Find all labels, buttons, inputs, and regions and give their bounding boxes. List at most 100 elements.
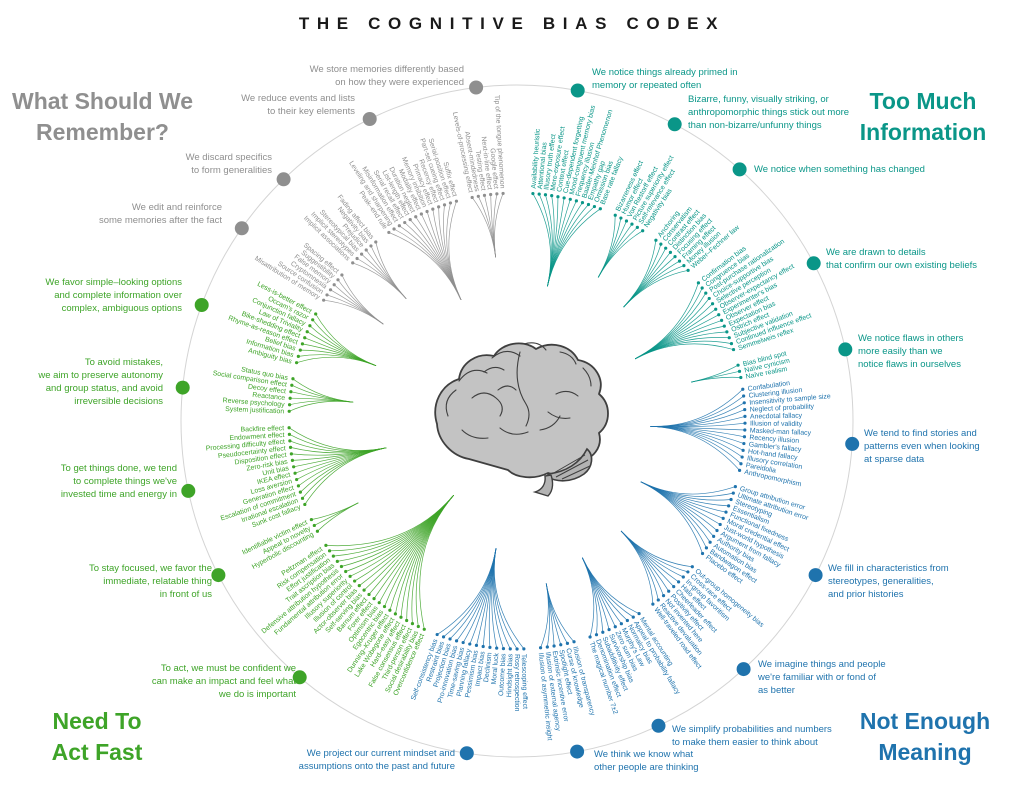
- bias-dot: [287, 403, 292, 407]
- bias-dot: [729, 342, 734, 346]
- fan-curve: [634, 337, 730, 360]
- bias-dot: [572, 640, 576, 644]
- bias-label: Anecdotal fallacy: [750, 412, 803, 420]
- bias-label: Reactance: [252, 392, 286, 402]
- group-dot: [808, 568, 823, 583]
- bias-dot: [707, 296, 711, 301]
- group-dot: [838, 342, 853, 357]
- fan-curve: [298, 447, 387, 487]
- bias-dot: [422, 627, 426, 631]
- fan-curve: [438, 206, 462, 300]
- bias-dot: [739, 375, 743, 380]
- fan-curve: [650, 402, 745, 427]
- bias-dot: [339, 564, 344, 569]
- fan-curve: [640, 481, 703, 554]
- fan-curve: [309, 325, 377, 367]
- bias-dot: [448, 637, 452, 641]
- fan-curve: [326, 294, 384, 325]
- bias-dot: [335, 559, 339, 563]
- bias-dot: [322, 298, 326, 302]
- bias-dot: [348, 574, 352, 578]
- bias-dot: [710, 302, 715, 306]
- bias-dot: [287, 426, 291, 430]
- bias-dot: [742, 394, 746, 398]
- bias-dot: [287, 409, 291, 413]
- fan-curve: [341, 274, 384, 325]
- bias-dot: [461, 640, 465, 645]
- fan-curve: [581, 557, 628, 621]
- fan-curve: [432, 209, 462, 300]
- bias-dot: [410, 622, 415, 626]
- bias-dot: [717, 313, 721, 317]
- bias-dot: [360, 252, 364, 256]
- bias-dot: [676, 580, 681, 584]
- bias-dot: [364, 248, 368, 252]
- page-title: THE COGNITIVE BIAS CODEX: [298, 14, 726, 33]
- bias-dot: [598, 207, 602, 211]
- bias-label: Illusion of validity: [750, 421, 803, 428]
- bias-label: Neglect of probability: [750, 403, 815, 413]
- bias-dot: [441, 635, 446, 639]
- bias-dot: [454, 639, 459, 643]
- bias-dot: [331, 554, 335, 558]
- bias-dot: [741, 387, 745, 391]
- bias-dot: [508, 647, 512, 651]
- bias-dot: [619, 216, 623, 220]
- bias-dot: [743, 421, 747, 425]
- fan-curve: [634, 343, 734, 360]
- bias-dot: [328, 288, 333, 292]
- bias-dot: [741, 448, 745, 452]
- fan-curve: [493, 548, 511, 650]
- bias-dot: [501, 646, 506, 651]
- bias-dot: [630, 222, 634, 226]
- bias-dot: [565, 641, 570, 645]
- fan-curve: [634, 303, 713, 360]
- bias-dot: [515, 647, 519, 651]
- bias-dot: [488, 645, 492, 649]
- group-dot: [570, 744, 585, 759]
- fan-curve: [620, 530, 684, 578]
- bias-dot: [369, 244, 373, 248]
- fan-curve: [292, 378, 354, 403]
- bias-label: Declinism: [483, 652, 494, 683]
- fan-curve: [691, 364, 739, 383]
- fan-curve: [620, 530, 659, 601]
- bias-dot: [740, 455, 744, 459]
- fan-curve: [494, 193, 504, 258]
- bias-dot: [613, 625, 617, 629]
- fan-curve: [384, 494, 454, 607]
- bias-dot: [531, 191, 535, 196]
- group-dot: [175, 380, 190, 395]
- bias-dot: [288, 445, 293, 449]
- fan-curve: [540, 583, 549, 648]
- group-dot: [292, 670, 307, 685]
- fan-curve: [640, 481, 711, 543]
- bias-label: Attentional bias: [537, 141, 549, 189]
- bias-dot: [700, 551, 705, 556]
- bias-dot: [392, 227, 396, 231]
- bias-dot: [351, 261, 355, 265]
- bias-dot: [631, 615, 635, 619]
- bias-dot: [625, 618, 629, 623]
- bias-dot: [289, 390, 293, 394]
- bias-dot: [292, 465, 296, 469]
- fan-curve: [404, 222, 462, 300]
- bias-dot: [388, 608, 392, 612]
- bias-dot: [712, 534, 716, 538]
- bias-dot: [543, 193, 548, 197]
- bias-dot: [327, 549, 332, 553]
- fan-curve: [352, 262, 407, 299]
- bias-dot: [559, 643, 563, 647]
- bias-dot: [399, 615, 403, 619]
- bias-label: Outcome bias: [498, 653, 508, 696]
- bias-dot: [659, 242, 663, 246]
- fan-curve: [545, 583, 575, 643]
- bias-label: Availability heuristic: [531, 128, 542, 189]
